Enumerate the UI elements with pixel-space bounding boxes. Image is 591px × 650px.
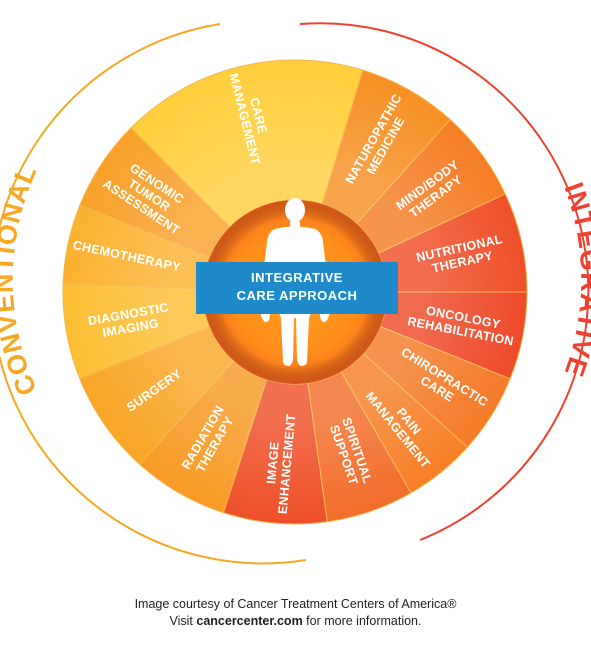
credit-line-2: Visit cancercenter.com for more informat… [0,613,591,630]
banner-line-2: CARE APPROACH [237,288,358,303]
credit-line-1: Image courtesy of Cancer Treatment Cente… [134,597,457,611]
integrative-label: INTEGRATIVE [558,179,591,381]
credit-more-info-text: for more information. [302,614,422,628]
conventional-label: CONVENTIONAL [0,160,43,400]
banner-line-1: INTEGRATIVE [251,270,343,285]
credit-visit-text: Visit [169,614,197,628]
integrative-care-banner [196,262,398,314]
cancercenter-link[interactable]: cancercenter.com [196,614,303,628]
segment-label-line: IMAGE [264,441,282,485]
image-credit: Image courtesy of Cancer Treatment Cente… [0,596,591,630]
